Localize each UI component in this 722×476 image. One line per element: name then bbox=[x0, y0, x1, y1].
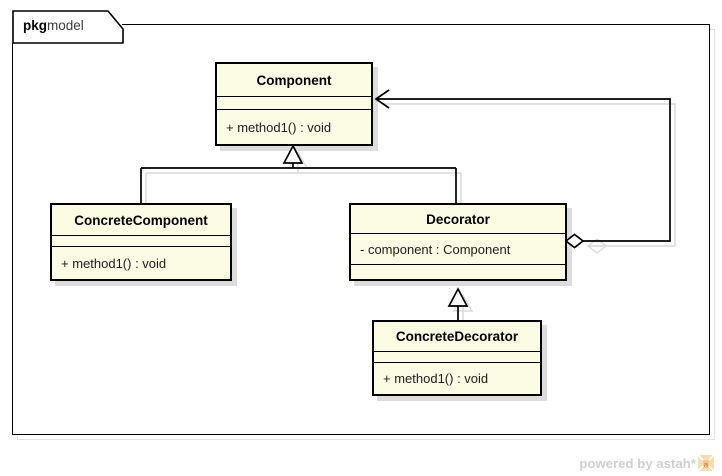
concrete-component-operation-0: + method1() : void bbox=[52, 247, 230, 279]
concrete-decorator-attributes bbox=[374, 352, 540, 362]
component-divider-1 bbox=[217, 96, 371, 97]
decorator-name: Decorator bbox=[351, 205, 565, 233]
component-name: Component bbox=[217, 64, 371, 96]
package-tab-label: pkgmodel bbox=[23, 17, 84, 35]
watermark: powered by astah* a bbox=[579, 455, 714, 471]
concrete-decorator-name: ConcreteDecorator bbox=[374, 322, 540, 351]
concrete-decorator-divider-1 bbox=[374, 351, 540, 352]
decorator-operations bbox=[351, 265, 565, 279]
package-tab[interactable]: pkgmodel bbox=[12, 10, 124, 44]
decorator-divider-2 bbox=[351, 264, 565, 265]
concrete-component-divider-1 bbox=[52, 235, 230, 236]
decorator-attribute-0: - component : Component bbox=[351, 234, 565, 264]
astah-logo-icon: a bbox=[698, 455, 714, 471]
class-concrete-component[interactable]: ConcreteComponent + method1() : void bbox=[50, 203, 232, 281]
component-divider-2 bbox=[217, 109, 371, 110]
watermark-text: powered by astah* bbox=[579, 455, 696, 471]
package-name: model bbox=[47, 18, 84, 33]
package-keyword: pkg bbox=[23, 18, 48, 33]
concrete-component-attributes bbox=[52, 236, 230, 246]
package-tab-outline bbox=[12, 10, 124, 44]
concrete-component-name: ConcreteComponent bbox=[52, 205, 230, 235]
concrete-decorator-operation-0: + method1() : void bbox=[374, 363, 540, 394]
component-attributes bbox=[217, 97, 371, 109]
component-operation-0: + method1() : void bbox=[217, 110, 371, 144]
class-decorator[interactable]: Decorator - component : Component bbox=[349, 203, 567, 281]
concrete-component-divider-2 bbox=[52, 246, 230, 247]
svg-text:a: a bbox=[704, 461, 709, 470]
class-concrete-decorator[interactable]: ConcreteDecorator + method1() : void bbox=[372, 320, 542, 396]
concrete-decorator-divider-2 bbox=[374, 362, 540, 363]
class-component[interactable]: Component + method1() : void bbox=[215, 62, 373, 146]
